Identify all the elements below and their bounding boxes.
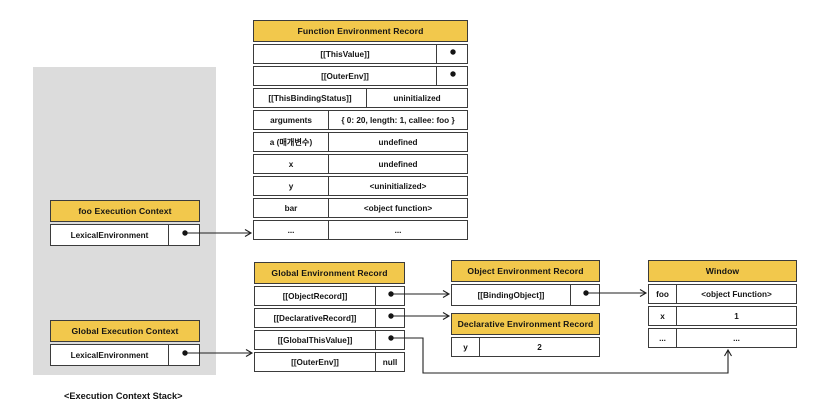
table-row: [[OuterEnv]] bbox=[253, 66, 468, 86]
pointer-dot-cell bbox=[436, 44, 468, 64]
table-row: ... ... bbox=[253, 220, 468, 240]
pointer-dot-cell bbox=[436, 66, 468, 86]
table-row: [[BindingObject]] bbox=[451, 284, 600, 306]
row-value: <uninitialized> bbox=[328, 176, 468, 196]
row-value: ... bbox=[676, 328, 797, 348]
pointer-dot-cell bbox=[570, 284, 600, 306]
row-label: [[ThisValue]] bbox=[253, 44, 437, 64]
row-value: undefined bbox=[328, 132, 468, 152]
table-row: LexicalEnvironment bbox=[50, 224, 200, 246]
table-row: a (매개변수) undefined bbox=[253, 132, 468, 152]
window-table: Window foo <object Function> x 1 ... ... bbox=[648, 260, 797, 348]
pointer-dot-cell bbox=[375, 330, 405, 350]
table-title: Global Execution Context bbox=[50, 320, 200, 342]
table-row: ... ... bbox=[648, 328, 797, 348]
row-label: bar bbox=[253, 198, 329, 218]
table-row: [[GlobalThisValue]] bbox=[254, 330, 405, 350]
row-label: y bbox=[451, 337, 480, 357]
row-value: 2 bbox=[479, 337, 600, 357]
pointer-dot-cell bbox=[375, 286, 405, 306]
pointer-dot-cell bbox=[375, 308, 405, 328]
row-label: [[OuterEnv]] bbox=[253, 66, 437, 86]
pointer-dot-cell bbox=[168, 344, 200, 366]
table-row: y 2 bbox=[451, 337, 600, 357]
row-label: [[OuterEnv]] bbox=[254, 352, 376, 372]
global-environment-record-table: Global Environment Record [[ObjectRecord… bbox=[254, 262, 405, 372]
object-environment-record-table: Object Environment Record [[BindingObjec… bbox=[451, 260, 600, 306]
table-row: arguments { 0: 20, length: 1, callee: fo… bbox=[253, 110, 468, 130]
row-label: [[ThisBindingStatus]] bbox=[253, 88, 367, 108]
table-title: Function Environment Record bbox=[253, 20, 468, 42]
row-value: 1 bbox=[676, 306, 797, 326]
row-value: ... bbox=[328, 220, 468, 240]
table-row: y <uninitialized> bbox=[253, 176, 468, 196]
table-row: bar <object function> bbox=[253, 198, 468, 218]
table-row: x 1 bbox=[648, 306, 797, 326]
row-value: <object Function> bbox=[676, 284, 797, 304]
row-value: undefined bbox=[328, 154, 468, 174]
row-label: ... bbox=[648, 328, 677, 348]
row-label: arguments bbox=[253, 110, 329, 130]
row-label: [[DeclarativeRecord]] bbox=[254, 308, 376, 328]
table-row: [[DeclarativeRecord]] bbox=[254, 308, 405, 328]
table-title: Object Environment Record bbox=[451, 260, 600, 282]
global-execution-context-table: Global Execution Context LexicalEnvironm… bbox=[50, 320, 200, 366]
row-label: foo bbox=[648, 284, 677, 304]
foo-execution-context-table: foo Execution Context LexicalEnvironment bbox=[50, 200, 200, 246]
table-row: [[ThisValue]] bbox=[253, 44, 468, 64]
table-row: LexicalEnvironment bbox=[50, 344, 200, 366]
row-label: [[ObjectRecord]] bbox=[254, 286, 376, 306]
row-label: LexicalEnvironment bbox=[50, 344, 169, 366]
table-row: [[ThisBindingStatus]] uninitialized bbox=[253, 88, 468, 108]
pointer-dot-cell bbox=[168, 224, 200, 246]
table-row: [[ObjectRecord]] bbox=[254, 286, 405, 306]
row-label: [[GlobalThisValue]] bbox=[254, 330, 376, 350]
table-title: Window bbox=[648, 260, 797, 282]
function-environment-record-table: Function Environment Record [[ThisValue]… bbox=[253, 20, 468, 240]
row-label: y bbox=[253, 176, 329, 196]
declarative-environment-record-table: Declarative Environment Record y 2 bbox=[451, 313, 600, 357]
row-label: x bbox=[253, 154, 329, 174]
row-value: uninitialized bbox=[366, 88, 468, 108]
table-row: foo <object Function> bbox=[648, 284, 797, 304]
row-label: x bbox=[648, 306, 677, 326]
table-row: x undefined bbox=[253, 154, 468, 174]
row-value: <object function> bbox=[328, 198, 468, 218]
row-label: a (매개변수) bbox=[253, 132, 329, 152]
row-label: [[BindingObject]] bbox=[451, 284, 571, 306]
table-row: [[OuterEnv]] null bbox=[254, 352, 405, 372]
table-title: foo Execution Context bbox=[50, 200, 200, 222]
row-label: LexicalEnvironment bbox=[50, 224, 169, 246]
row-label: ... bbox=[253, 220, 329, 240]
table-title: Global Environment Record bbox=[254, 262, 405, 284]
table-title: Declarative Environment Record bbox=[451, 313, 600, 335]
diagram-caption: <Execution Context Stack> bbox=[64, 391, 183, 401]
row-value: null bbox=[375, 352, 405, 372]
row-value: { 0: 20, length: 1, callee: foo } bbox=[328, 110, 468, 130]
